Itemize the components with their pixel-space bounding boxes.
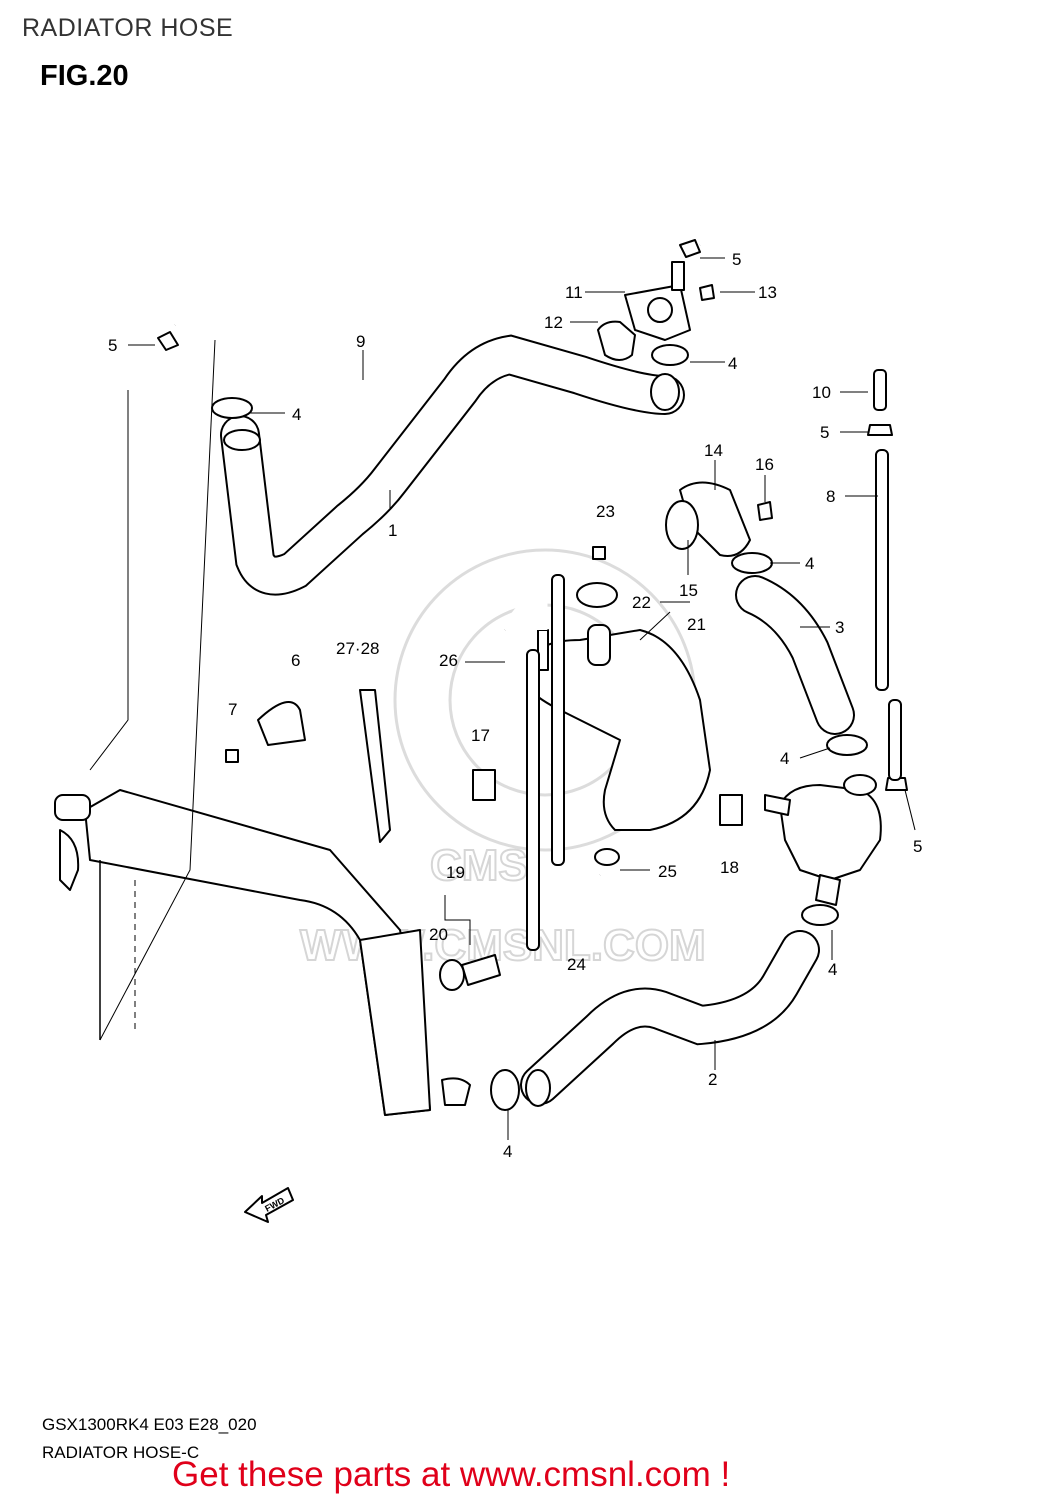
page-header: RADIATOR HOSE (22, 14, 234, 42)
part-2-hose (520, 930, 820, 1107)
promo-link[interactable]: Get these parts at www.cmsnl.com ! (172, 1455, 731, 1494)
small-parts (225, 546, 743, 991)
callout-5-d: 5 (913, 837, 922, 856)
water-pump (764, 774, 882, 906)
callout-23: 23 (596, 502, 615, 521)
callout-2: 2 (708, 1070, 717, 1089)
watermark-logo: CMS (430, 841, 528, 890)
callout-8: 8 (826, 487, 835, 506)
callout-1: 1 (388, 521, 397, 540)
callout-3: 3 (835, 618, 844, 637)
thermostat-housing (597, 261, 715, 366)
callout-25: 25 (658, 862, 677, 881)
callout-13: 13 (758, 283, 777, 302)
callout-21: 21 (687, 615, 706, 634)
callout-16: 16 (755, 455, 774, 474)
callout-17: 17 (471, 726, 490, 745)
diagram-name: RADIATOR HOSE-C (42, 1443, 200, 1462)
callout-4-c: 4 (805, 554, 814, 573)
figure-title: FIG.20 (40, 60, 129, 92)
callout-20: 20 (429, 925, 448, 944)
hose-clamps (157, 239, 908, 1111)
callout-15: 15 (679, 581, 698, 600)
callout-18: 18 (720, 858, 739, 877)
callout-27-28: 27·28 (336, 639, 379, 658)
leader-lines (89, 257, 916, 1140)
part-14-cover (665, 481, 773, 557)
callout-6: 6 (291, 651, 300, 670)
callout-9: 9 (356, 332, 365, 351)
callout-4-e: 4 (828, 960, 837, 979)
part-8-hose (873, 369, 902, 781)
radiator (54, 789, 471, 1116)
part-24-26-hose (502, 574, 603, 951)
fwd-arrow: FWD (244, 1187, 294, 1223)
callout-4-b: 4 (728, 354, 737, 373)
callout-4-f: 4 (503, 1142, 512, 1161)
callout-26: 26 (439, 651, 458, 670)
model-code: GSX1300RK4 E03 E28_020 (42, 1415, 257, 1434)
part-1-hose (220, 334, 685, 596)
callout-22: 22 (632, 593, 651, 612)
callouts: 1 2 3 4 4 4 4 4 4 4 5 5 5 5 6 7 8 9 10 1… (108, 250, 922, 1161)
callout-4-d: 4 (780, 749, 789, 768)
callout-11: 11 (565, 283, 583, 302)
callout-10: 10 (812, 383, 831, 402)
callout-7: 7 (228, 700, 237, 719)
callout-14: 14 (704, 441, 723, 460)
callout-5-a: 5 (108, 336, 117, 355)
callout-12: 12 (544, 313, 563, 332)
part-3-hose (735, 575, 855, 735)
callout-5-c: 5 (820, 423, 829, 442)
callout-5-b: 5 (732, 250, 741, 269)
callout-24: 24 (567, 955, 586, 974)
callout-19: 19 (446, 863, 465, 882)
callout-4-a: 4 (292, 405, 301, 424)
